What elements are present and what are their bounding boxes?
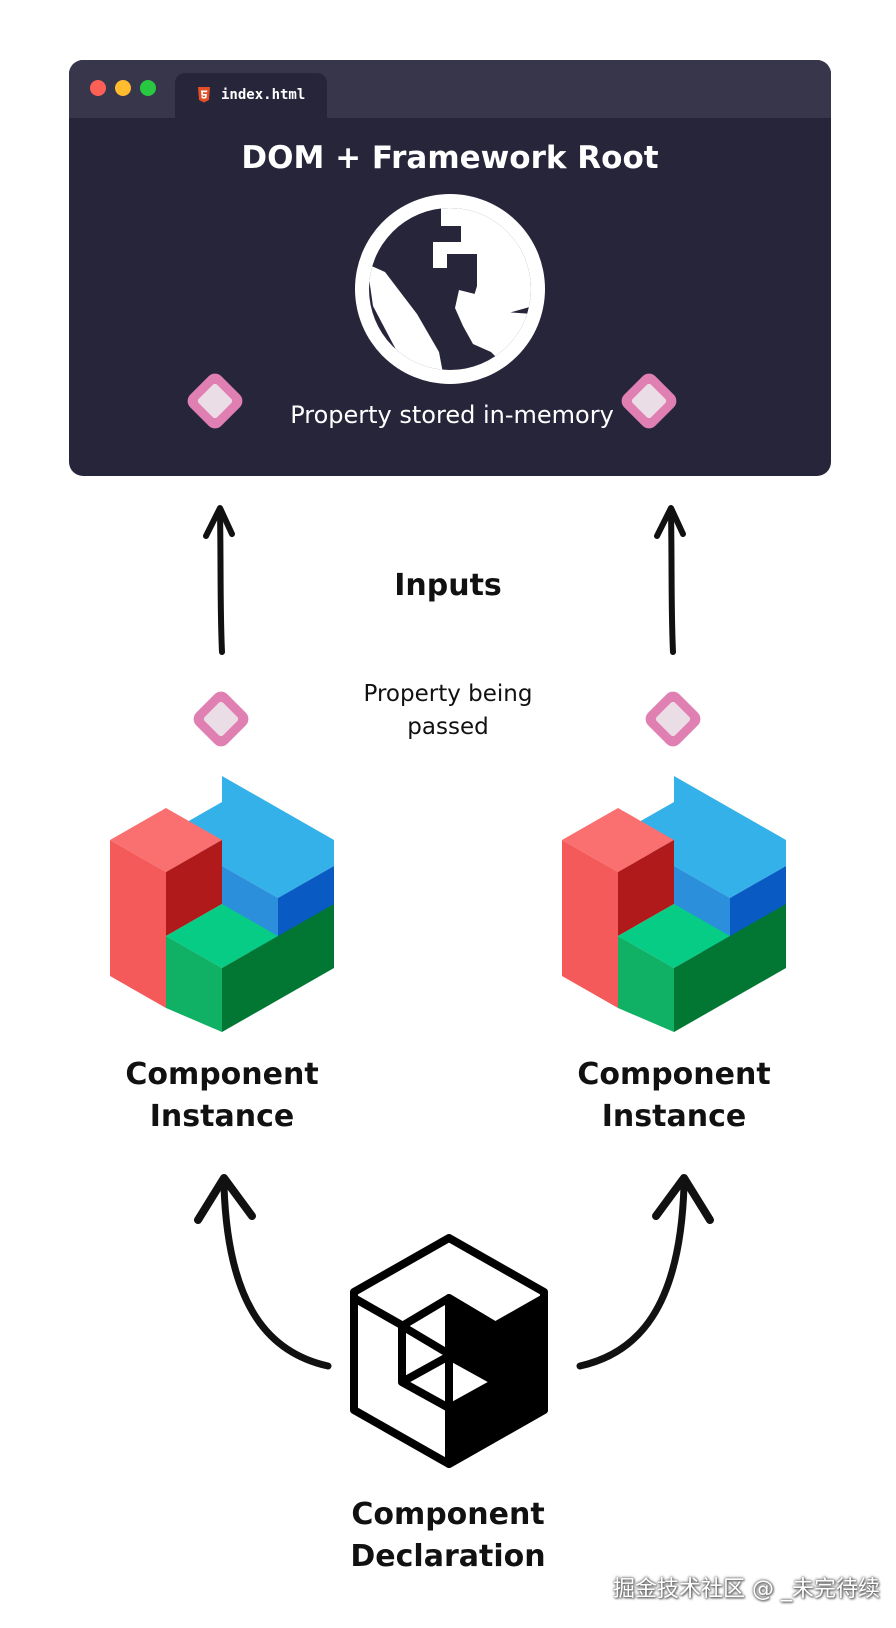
tab-label: index.html — [221, 87, 306, 103]
diamond-property-icon — [645, 691, 701, 747]
colored-cube-icon — [562, 776, 786, 1032]
property-passed-label: Property being passed — [363, 681, 533, 740]
curved-arrow-right — [576, 1174, 714, 1370]
window-title: DOM + Framework Root — [241, 140, 659, 176]
globe-icon — [355, 194, 545, 384]
browser-window: index.html DOM + Framework Root Property… — [69, 60, 831, 476]
close-dot[interactable] — [90, 80, 106, 96]
diamond-property-icon — [621, 373, 677, 429]
tab-index-html[interactable]: index.html — [175, 73, 327, 118]
declaration-label: Component Declaration — [350, 1497, 546, 1574]
diamond-property-icon — [193, 691, 249, 747]
inputs-label: Inputs — [394, 568, 502, 603]
diamond-property-icon — [187, 373, 243, 429]
up-arrow-left — [203, 505, 235, 655]
maximize-dot[interactable] — [140, 80, 156, 96]
instance-label-left: Component Instance — [125, 1057, 319, 1134]
instance-label-right: Component Instance — [577, 1057, 771, 1134]
minimize-dot[interactable] — [115, 80, 131, 96]
colored-cube-icon — [110, 776, 334, 1032]
curved-arrow-left — [194, 1174, 332, 1370]
watermark: 掘金技术社区 @ _未完待续 — [613, 1577, 880, 1602]
outline-cube-icon — [350, 1234, 548, 1468]
html5-icon — [198, 87, 210, 103]
memory-label: Property stored in-memory — [290, 401, 614, 429]
up-arrow-right — [654, 505, 686, 655]
